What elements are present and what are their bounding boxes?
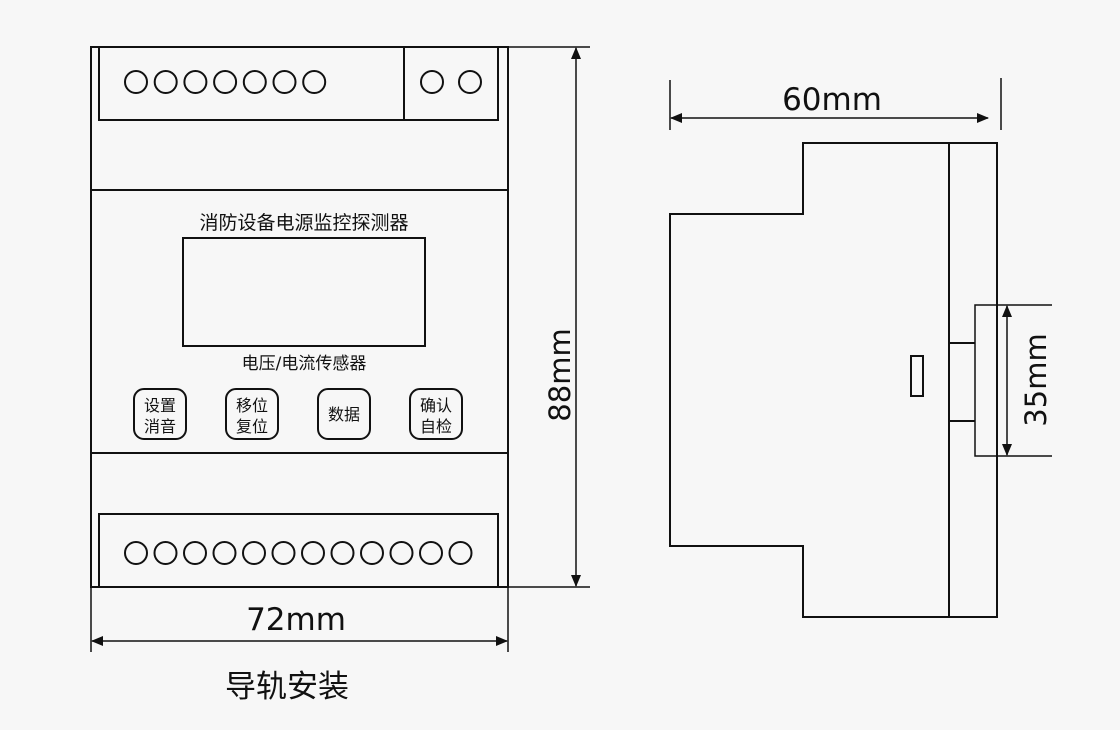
button-data[interactable] — [317, 388, 371, 440]
button-shift-reset-line1: 移位 — [236, 396, 268, 415]
terminal-screw — [271, 541, 296, 565]
terminal-screw — [213, 70, 238, 94]
terminal-screw — [301, 541, 325, 565]
button-shift-reset-line2: 复位 — [236, 417, 268, 436]
terminal-screw — [212, 541, 237, 565]
terminal-screw — [448, 541, 473, 565]
bottom-terminals — [124, 541, 473, 565]
terminal-screw — [242, 541, 266, 565]
height-dimension-label: 88mm — [543, 328, 577, 421]
terminal-screw — [124, 541, 148, 565]
front-housing-outline — [90, 46, 509, 588]
top-terminals-left — [124, 70, 327, 94]
terminal-screw — [242, 70, 267, 94]
terminal-screw — [302, 70, 327, 94]
terminal-screw — [458, 70, 482, 94]
top-terminals-right — [420, 70, 482, 94]
side-view — [669, 142, 998, 618]
lcd-display — [182, 237, 426, 347]
terminal-screw — [420, 70, 444, 94]
terminal-screw — [153, 541, 178, 565]
din-rail-slot — [910, 355, 924, 397]
terminal-screw — [419, 541, 443, 565]
terminal-screw — [272, 70, 297, 94]
terminal-screw — [124, 70, 148, 94]
button-data-label: 数据 — [328, 405, 360, 424]
button-set-mute[interactable] — [133, 388, 187, 440]
terminal-screw — [389, 541, 414, 565]
device-title: 消防设备电源监控探测器 — [199, 212, 408, 234]
terminal-screw — [330, 541, 355, 565]
terminal-screw — [183, 70, 208, 94]
sensor-label: 电压/电流传感器 — [242, 354, 367, 374]
mounting-caption: 导轨安装 — [225, 669, 349, 705]
width-dimension — [90, 587, 509, 652]
button-confirm-selftest[interactable] — [409, 388, 463, 440]
terminal-screw — [183, 541, 207, 565]
top-terminal-block — [98, 46, 499, 121]
width-dimension-label: 72mm — [246, 602, 346, 638]
button-set-mute-line1: 设置 — [144, 396, 176, 415]
front-view — [90, 46, 509, 588]
depth-dimension — [669, 78, 1002, 130]
depth-dimension-label: 60mm — [782, 82, 882, 118]
button-confirm-selftest-line1: 确认 — [420, 396, 452, 415]
terminal-screw — [153, 70, 178, 94]
terminal-screw — [360, 541, 384, 565]
side-profile-outline — [669, 142, 998, 618]
button-set-mute-line2: 消音 — [144, 417, 176, 436]
button-shift-reset[interactable] — [225, 388, 279, 440]
height-dimension — [508, 46, 590, 588]
button-confirm-selftest-line2: 自检 — [420, 417, 452, 436]
rail-dimension — [974, 304, 1052, 457]
bottom-terminal-block — [98, 513, 499, 588]
rail-dimension-label: 35mm — [1019, 333, 1053, 426]
